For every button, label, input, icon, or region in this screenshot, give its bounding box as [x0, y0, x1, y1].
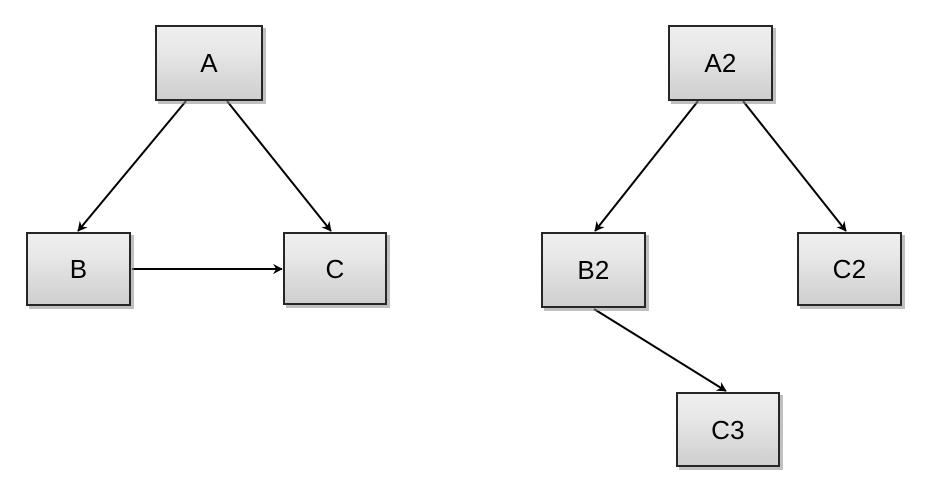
- node-b2[interactable]: B2: [541, 232, 646, 308]
- node-a[interactable]: A: [155, 25, 263, 101]
- node-label: C3: [711, 414, 745, 445]
- node-label: C: [325, 253, 345, 284]
- edge-a2-to-c2[interactable]: [742, 100, 847, 232]
- node-label: A2: [704, 48, 737, 78]
- node-label: C2: [832, 254, 867, 284]
- node-b[interactable]: B: [26, 232, 131, 306]
- edge-a2-to-b2[interactable]: [594, 100, 699, 232]
- node-label: A: [200, 48, 218, 78]
- edge-b2-to-c3[interactable]: [593, 308, 727, 392]
- edge-a-to-c[interactable]: [226, 100, 332, 232]
- edge-a-to-b[interactable]: [77, 100, 187, 232]
- node-a2[interactable]: A2: [668, 25, 773, 101]
- node-c[interactable]: C: [283, 232, 387, 305]
- node-label: B: [69, 254, 88, 284]
- node-c3[interactable]: C3: [676, 392, 780, 467]
- edges-group: [77, 100, 847, 392]
- node-label: B2: [577, 255, 610, 285]
- node-c2[interactable]: C2: [797, 232, 902, 306]
